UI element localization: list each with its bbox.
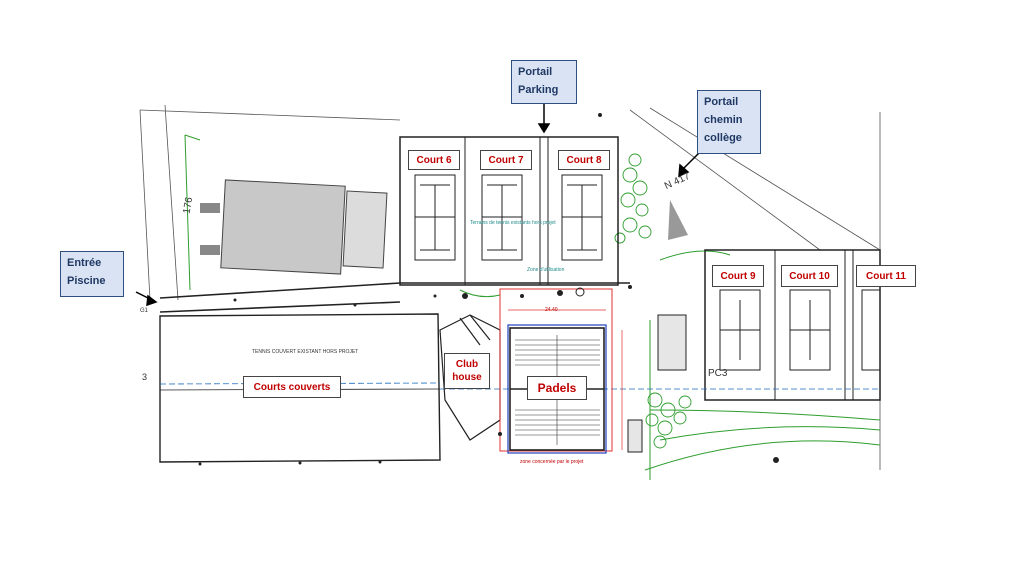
plan-markers	[198, 113, 779, 466]
court-6-label: Court 6	[408, 150, 460, 170]
tree-cluster-bottom	[645, 392, 692, 449]
club-house-label-line2: house	[452, 372, 482, 383]
portail-parking-line1: Portail	[518, 66, 553, 78]
vegetation-lines	[184, 134, 881, 480]
padel-area	[499, 288, 623, 454]
portail-college-line3: collège	[704, 132, 742, 144]
entree-piscine-line2: Piscine	[67, 275, 106, 287]
court-8-label: Court 8	[558, 150, 610, 170]
padel-bottom-note: zone concernée par le projet	[520, 459, 584, 465]
padel-dimension: 24.40	[545, 307, 558, 313]
court-7-label: Court 7	[480, 150, 532, 170]
tree-cluster-top	[614, 153, 652, 244]
court-10-label: Court 10	[781, 265, 838, 287]
club-house-label-line1: Club	[455, 359, 479, 370]
entree-piscine-line1: Entrée	[67, 257, 102, 269]
padel-zone-note: Zone d'utilisation	[527, 267, 565, 273]
club-house-label: Club house	[444, 353, 490, 389]
plan-label-3: 3	[142, 372, 148, 382]
portail-college-line1: Portail	[704, 96, 739, 108]
plan-label-g1: G1	[140, 308, 149, 314]
court-9-label: Court 9	[712, 265, 764, 287]
portail-college-callout: Portail chemin collège	[697, 90, 761, 154]
indoor-note: TENNIS COUVERT EXISTANT HORS PROJET	[252, 349, 359, 355]
court-11-label: Court 11	[856, 265, 916, 287]
portail-parking-callout: Portail Parking	[511, 60, 577, 104]
callout-arrows	[135, 104, 701, 307]
entree-piscine-callout: Entrée Piscine	[60, 251, 124, 297]
courts-6-8-block	[399, 136, 619, 286]
portail-parking-line2: Parking	[518, 84, 559, 96]
small-structures	[627, 200, 688, 453]
courts-note: Terrains de tennis existants hors projet	[470, 220, 556, 226]
courts-couverts-label: Courts couverts	[243, 376, 341, 398]
plan-label-pc3: PC3	[708, 368, 728, 379]
courts-9-11-block	[704, 249, 881, 401]
existing-building	[200, 179, 388, 275]
portail-college-line2: chemin	[704, 114, 743, 126]
boundary	[159, 282, 630, 313]
padels-label: Padels	[527, 376, 587, 400]
